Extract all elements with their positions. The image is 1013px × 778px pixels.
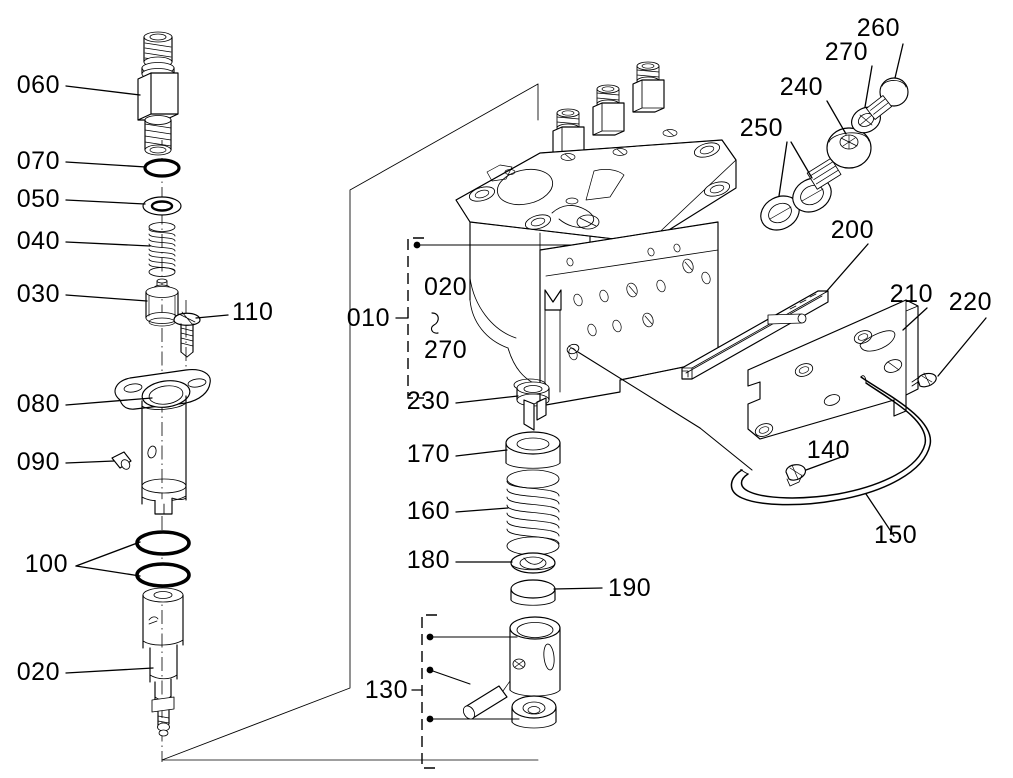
callout-labels: 060 070 050 040 030 110 080 090 100 020 …: [17, 14, 992, 704]
callout-group-end: 270: [424, 336, 467, 364]
part-130-tappet-pin: [462, 680, 511, 720]
part-140-bleed-screw: [785, 464, 806, 487]
callout-190: 190: [608, 574, 651, 602]
callout-130: 130: [365, 676, 408, 704]
callout-150: 150: [874, 521, 917, 549]
part-060-delivery-valve-holder: [137, 31, 179, 156]
part-110-set-screw: [173, 311, 201, 358]
part-200-control-rack: [681, 290, 829, 380]
main-pump-housing-assembly: [455, 61, 737, 407]
callout-220: 220: [949, 288, 992, 316]
callout-250: 250: [740, 114, 783, 142]
part-020-plunger-assembly: [142, 587, 184, 737]
callout-240: 240: [780, 73, 823, 101]
part-160-plunger-spring: [506, 469, 560, 556]
callout-170: 170: [407, 440, 450, 468]
callout-040: 040: [17, 227, 60, 255]
delivery-union-right: [632, 61, 665, 113]
callout-230: 230: [407, 387, 450, 415]
part-130-tappet-body: [509, 616, 561, 697]
part-090-locating-pin: [111, 451, 132, 470]
part-190-shim-cap: [510, 579, 556, 606]
leader-lines: [65, 43, 987, 674]
callout-180: 180: [407, 546, 450, 574]
callout-260: 260: [857, 14, 900, 42]
part-050-gasket-washer: [142, 196, 182, 216]
callout-group-start: 020: [424, 273, 467, 301]
callout-140: 140: [807, 436, 850, 464]
part-230-control-sleeve: [516, 381, 550, 431]
callout-200: 200: [831, 216, 874, 244]
projection-enclosure: [161, 83, 539, 761]
callout-020: 020: [17, 658, 60, 686]
callout-100: 100: [25, 550, 68, 578]
callout-030: 030: [17, 280, 60, 308]
callout-080: 080: [17, 390, 60, 418]
callout-050: 050: [17, 185, 60, 213]
part-100-o-ring-lower: [135, 562, 191, 588]
part-100-o-ring-upper: [135, 530, 191, 556]
part-240-holder-bolt: [806, 127, 872, 190]
callout-270: 270: [825, 38, 868, 66]
part-080-pump-element-barrel: [114, 369, 211, 515]
callout-010: 010: [347, 304, 390, 332]
part-150-fuel-return-pipe: [730, 375, 931, 506]
callout-210: 210: [890, 280, 933, 308]
callout-060: 060: [17, 71, 60, 99]
part-180-lower-spring-seat: [510, 552, 556, 574]
part-130-tappet-roller: [511, 695, 557, 729]
part-220-cover-screw: [911, 372, 937, 388]
part-070-o-ring: [143, 158, 181, 178]
callout-090: 090: [17, 448, 60, 476]
part-040-delivery-valve-spring: [148, 222, 176, 277]
delivery-union-mid: [592, 84, 625, 136]
callout-070: 070: [17, 147, 60, 175]
part-260-cap-nut-stud: [865, 77, 909, 120]
group-bracket-130: [411, 614, 520, 769]
callout-110: 110: [232, 298, 273, 326]
part-210-side-cover: [747, 299, 919, 440]
part-250-washer-lower: [760, 195, 800, 231]
part-170-upper-spring-seat: [505, 431, 561, 469]
callout-160: 160: [407, 497, 450, 525]
